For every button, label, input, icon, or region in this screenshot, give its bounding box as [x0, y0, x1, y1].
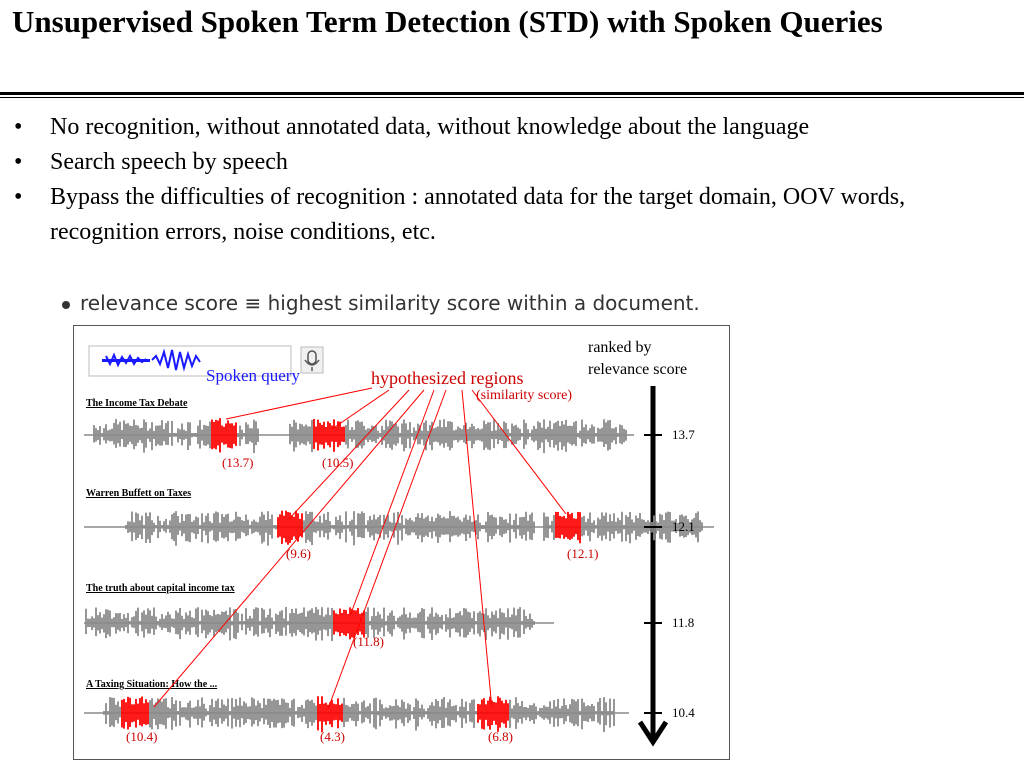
sub-bullet-text: relevance score ≡ highest similarity sco…: [80, 291, 700, 315]
microphone-icon: [300, 346, 324, 374]
sub-bullet: relevance score ≡ highest similarity sco…: [62, 291, 700, 315]
regions-label: hypothesized regions: [371, 368, 523, 388]
slide-title: Unsupervised Spoken Term Detection (STD)…: [12, 4, 883, 39]
region-score: (10.4): [126, 729, 157, 744]
rank-score: 13.7: [672, 427, 695, 442]
doc-title: A Taxing Situation: How the ...: [86, 679, 218, 690]
rank-score: 10.4: [672, 705, 695, 720]
region-score: (9.6): [286, 546, 311, 561]
bullet-item: • No recognition, without annotated data,…: [14, 110, 1014, 145]
ranked-label: ranked by: [588, 339, 652, 356]
region-score: (11.8): [353, 634, 384, 649]
rank-score: 12.1: [672, 519, 695, 534]
bullet-item: • Search speech by speech: [14, 145, 1014, 180]
std-diagram: Spoken query hypothesized regions (simil…: [84, 339, 714, 747]
rank-score: 11.8: [672, 615, 694, 630]
bullet-dot-icon: •: [14, 114, 23, 140]
bullet-text: No recognition, without annotated data, …: [50, 114, 810, 140]
sub-bullet-dot-icon: [62, 300, 70, 309]
query-label: Spoken query: [206, 366, 300, 385]
title-rule-thin: [0, 97, 1024, 98]
bullet-item: • Bypass the difficulties of recognition …: [14, 180, 1014, 250]
bullet-text: Bypass the difficulties of recognition :…: [50, 184, 906, 245]
rank-arrow-head-icon: [637, 720, 669, 747]
bullet-text: Search speech by speech: [50, 149, 288, 175]
doc-title: The truth about capital income tax: [86, 583, 235, 594]
title-rule: [0, 92, 1024, 95]
bullet-dot-icon: •: [14, 149, 23, 175]
region-score: (13.7): [222, 455, 253, 470]
std-figure: Spoken query hypothesized regions (simil…: [73, 325, 730, 760]
region-score: (6.8): [488, 729, 513, 744]
region-score: (10.5): [322, 455, 353, 470]
doc-title: The Income Tax Debate: [86, 398, 188, 409]
waveforms: [84, 418, 714, 733]
query-waveform-icon: [102, 348, 201, 372]
similarity-label: (similarity score): [476, 388, 572, 403]
region-links: [153, 387, 567, 710]
bullet-list: • No recognition, without annotated data,…: [14, 110, 1014, 250]
region-score: (4.3): [320, 729, 345, 744]
ranked-label-2: relevance score: [588, 361, 687, 378]
region-score: (12.1): [567, 546, 598, 561]
bullet-dot-icon: •: [14, 184, 23, 210]
doc-title: Warren Buffett on Taxes: [86, 488, 191, 499]
